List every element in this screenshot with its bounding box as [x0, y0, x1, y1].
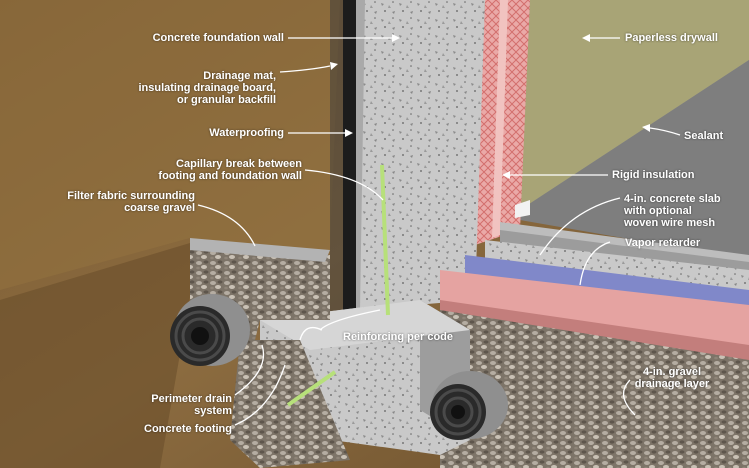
label-perimeter-drain: Perimeter drain system — [130, 393, 232, 417]
label-capillary-break: Capillary break between footing and foun… — [140, 158, 302, 182]
rebar-horizontal — [286, 370, 337, 407]
label-gravel-layer: 4-in. gravel drainage layer — [622, 366, 722, 390]
label-concrete-foundation-wall: Concrete foundation wall — [152, 32, 284, 44]
leader-lines — [197, 37, 681, 426]
label-concrete-slab-line-1: 4-in. concrete slab — [624, 193, 721, 205]
sealant-bead — [515, 200, 530, 218]
label-filter-fabric: Filter fabric surrounding coarse gravel — [30, 190, 195, 214]
rebar-vertical — [380, 164, 390, 316]
label-vapor-retarder: Vapor retarder — [625, 237, 701, 249]
label-concrete-slab-line-3: woven wire mesh — [624, 217, 716, 229]
perimeter-drain-pipe-right — [430, 371, 508, 440]
label-capillary-break-line-2: footing and foundation wall — [158, 170, 302, 182]
label-drainage-mat-line-2: insulating drainage board, — [138, 82, 276, 94]
foundation-wall — [355, 0, 485, 310]
label-concrete-slab: 4-in. concrete slab with optional woven … — [624, 193, 721, 229]
label-drainage-mat-line-1: Drainage mat, — [203, 70, 276, 82]
label-paperless-drywall: Paperless drywall — [625, 32, 718, 44]
label-drainage-mat-line-3: or granular backfill — [176, 94, 276, 106]
drywall — [520, 0, 749, 210]
label-perimeter-drain-line-1: Perimeter drain — [151, 393, 232, 405]
label-rigid-insulation: Rigid insulation — [612, 169, 695, 181]
gravel-layer — [440, 310, 749, 468]
label-perimeter-drain-line-2: system — [194, 405, 232, 417]
perimeter-drain-pipe — [170, 294, 250, 366]
label-concrete-footing: Concrete footing — [144, 423, 232, 435]
label-gravel-layer-line-2: drainage layer — [634, 378, 710, 390]
label-waterproofing: Waterproofing — [209, 127, 284, 139]
label-drainage-mat: Drainage mat, insulating drainage board,… — [40, 70, 276, 106]
label-reinforcing: Reinforcing per code — [343, 331, 454, 343]
label-concrete-slab-line-2: with optional — [624, 205, 692, 217]
label-sealant: Sealant — [684, 130, 724, 142]
label-capillary-break-line-1: Capillary break between — [176, 158, 302, 170]
slab-top — [500, 222, 749, 262]
label-filter-fabric-line-1: Filter fabric surrounding — [67, 190, 195, 202]
label-gravel-layer-line-1: 4-in. gravel — [642, 366, 702, 378]
label-filter-fabric-line-2: coarse gravel — [124, 202, 195, 214]
waterproofing — [343, 0, 356, 312]
